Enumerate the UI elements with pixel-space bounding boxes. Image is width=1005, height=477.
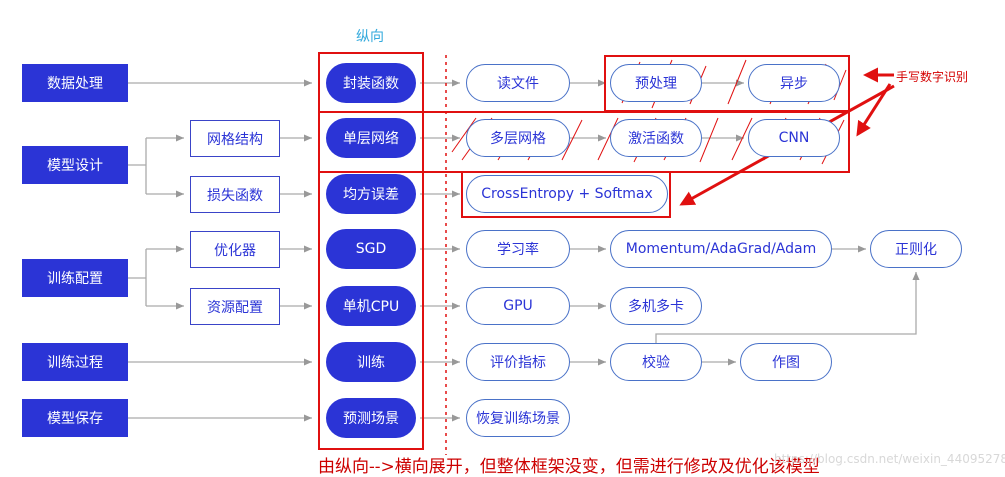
main-sgd: SGD <box>326 229 416 269</box>
row6-plotting: 作图 <box>740 343 832 381</box>
row5-gpu: GPU <box>466 287 570 325</box>
subcategory-resource-config: 资源配置 <box>190 288 280 325</box>
row2-multi-layer-network: 多层网格 <box>466 119 570 157</box>
row2-activation-function: 激活函数 <box>610 119 702 157</box>
category-training-config: 训练配置 <box>22 259 128 297</box>
watermark: https://blog.csdn.net/weixin_44095278 <box>774 452 1005 466</box>
column-title: 纵向 <box>356 29 384 45</box>
highlight-row2 <box>318 111 850 173</box>
row3-crossentropy-softmax: CrossEntropy + Softmax <box>466 175 668 213</box>
main-single-layer-network: 单层网络 <box>326 118 416 158</box>
main-mse: 均方误差 <box>326 174 416 214</box>
annotation-handwritten-digits: 手写数字识别 <box>896 70 969 84</box>
category-model-save: 模型保存 <box>22 399 128 437</box>
main-wrapper-function: 封装函数 <box>326 63 416 103</box>
row6-validation: 校验 <box>610 343 702 381</box>
main-prediction-scenario: 预测场景 <box>326 398 416 438</box>
row7-resume-training: 恢复训练场景 <box>466 399 570 437</box>
row1-async: 异步 <box>748 64 840 102</box>
row4-optimizers: Momentum/AdaGrad/Adam <box>610 230 832 268</box>
row5-multi-machine: 多机多卡 <box>610 287 702 325</box>
category-model-design: 模型设计 <box>22 146 128 184</box>
category-training-process: 训练过程 <box>22 343 128 381</box>
row1-read-file: 读文件 <box>466 64 570 102</box>
main-single-cpu: 单机CPU <box>326 286 416 326</box>
main-training: 训练 <box>326 342 416 382</box>
highlight-main-column <box>318 52 424 450</box>
row2-cnn: CNN <box>748 119 840 157</box>
row6-metrics: 评价指标 <box>466 343 570 381</box>
subcategory-loss-function: 损失函数 <box>190 176 280 213</box>
subcategory-optimizer: 优化器 <box>190 231 280 268</box>
subcategory-network-structure: 网格结构 <box>190 120 280 157</box>
highlight-row3 <box>461 171 671 218</box>
row1-preprocess: 预处理 <box>610 64 702 102</box>
category-data-processing: 数据处理 <box>22 64 128 102</box>
highlight-row1 <box>604 55 850 112</box>
row4-regularization: 正则化 <box>870 230 962 268</box>
bottom-caption: 由纵向-->横向展开，但整体框架没变，但需进行修改及优化该模型 <box>318 457 820 477</box>
row4-learning-rate: 学习率 <box>466 230 570 268</box>
